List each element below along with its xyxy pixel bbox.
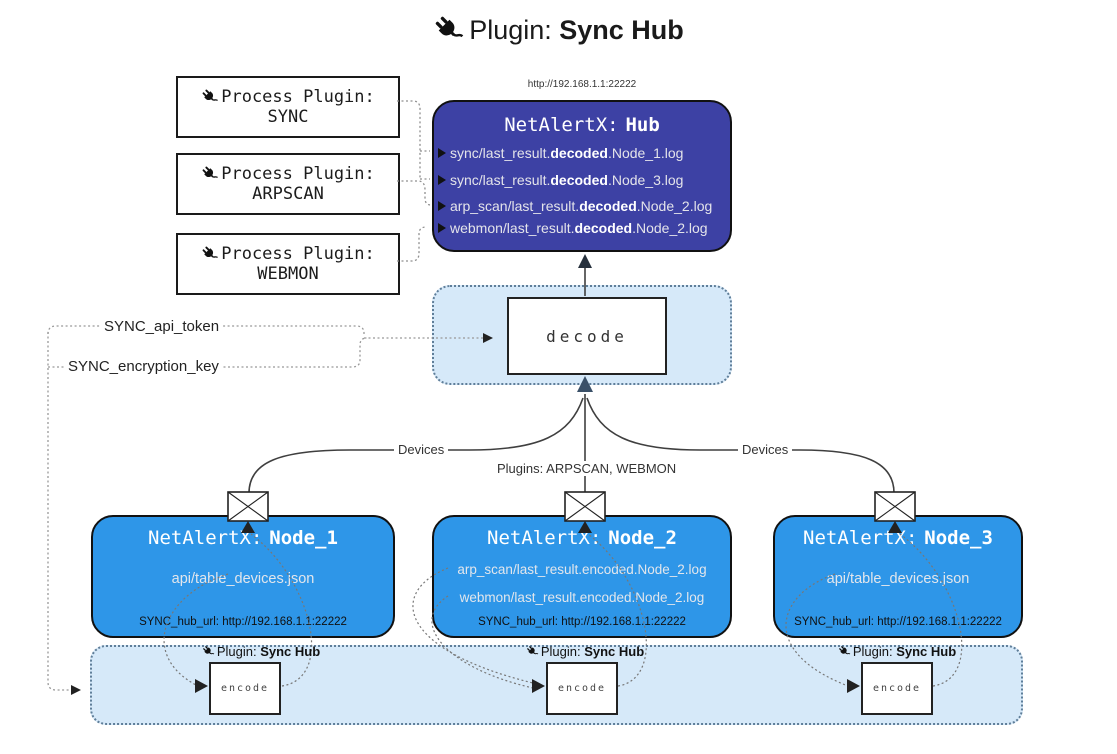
process-plugin-box-arpscan: Process Plugin: ARPSCAN	[176, 153, 400, 215]
decode-box: decode	[507, 297, 667, 375]
node-title-name: Node_1	[269, 527, 338, 549]
process-plugin-label: Process Plugin:	[221, 244, 375, 264]
node-hub-url: SYNC_hub_url: http://192.168.1.1:22222	[139, 616, 347, 628]
plugin-to-hub-connectors	[397, 100, 432, 262]
node-hub-url: SYNC_hub_url: http://192.168.1.1:22222	[794, 616, 1002, 628]
encode-plugin-label: Plugin: Sync Hub	[161, 644, 361, 659]
node-box-node3: NetAlertX:Node_3 api/table_devices.json …	[773, 515, 1023, 638]
node-box-node2: NetAlertX: Node_2 arp_scan/last_result.en…	[432, 515, 732, 638]
plug-icon	[201, 165, 219, 183]
process-plugin-box-webmon: Process Plugin: WEBMON	[176, 233, 400, 295]
node-hub-url: SYNC_hub_url: http://192.168.1.1:22222	[478, 616, 686, 628]
hub-file-row: arp_scan/last_result.decoded.Node_2.log	[438, 197, 712, 215]
process-plugin-box-sync: Process Plugin: SYNC	[176, 76, 400, 138]
encode-box: encode	[861, 662, 933, 715]
node-title-name: Node_3	[924, 527, 993, 549]
arrow-right-icon	[438, 148, 446, 158]
node-title-prefix: NetAlertX:	[803, 527, 918, 549]
arrow-up-icon	[578, 254, 592, 268]
process-plugin-label: Process Plugin:	[221, 164, 375, 184]
node-to-decode-curves	[248, 394, 895, 494]
arrow-right-icon	[438, 223, 446, 233]
process-plugin-name: SYNC	[267, 107, 309, 127]
hub-file-row: sync/last_result.decoded.Node_3.log	[438, 171, 683, 189]
hub-title-name: Hub	[625, 114, 660, 136]
plug-icon	[526, 645, 539, 658]
process-plugin-label: Process Plugin:	[221, 87, 375, 107]
process-plugin-name: ARPSCAN	[252, 184, 324, 204]
page-title: Plugin: Sync Hub	[0, 14, 1117, 46]
hub-file-row: webmon/last_result.decoded.Node_2.log	[438, 219, 708, 237]
plug-icon	[433, 14, 465, 46]
encode-plugin-label: Plugin: Sync Hub	[485, 644, 685, 659]
setting-api-token-label: SYNC_api_token	[100, 318, 224, 335]
arrow-right-icon	[438, 175, 446, 185]
node-file: webmon/last_result.encoded.Node_2.log	[459, 590, 705, 605]
edge-label-devices-left: Devices	[394, 442, 449, 457]
encode-plugin-label: Plugin: Sync Hub	[797, 644, 997, 659]
node-title-prefix: NetAlertX:	[148, 527, 263, 549]
edge-label-plugins: Plugins: ARPSCAN, WEBMON	[497, 461, 677, 476]
node-title-name: Node_2	[608, 527, 677, 549]
node-file: arp_scan/last_result.encoded.Node_2.log	[457, 562, 707, 577]
setting-encryption-key-label: SYNC_encryption_key	[64, 358, 223, 375]
node-file: api/table_devices.json	[826, 571, 970, 587]
process-plugin-name: WEBMON	[257, 264, 319, 284]
node-box-node1: NetAlertX:Node_1 api/table_devices.json …	[91, 515, 395, 638]
hub-title: NetAlertX: Hub	[434, 114, 730, 136]
plug-icon	[201, 88, 219, 106]
plug-icon	[202, 645, 215, 658]
hub-url: http://192.168.1.1:22222	[527, 79, 637, 90]
plug-icon	[838, 645, 851, 658]
encode-box: encode	[546, 662, 618, 715]
arrow-right-icon	[438, 201, 446, 211]
plug-icon	[201, 245, 219, 263]
node-title-prefix: NetAlertX:	[487, 527, 602, 549]
hub-file-row: sync/last_result.decoded.Node_1.log	[438, 144, 683, 162]
encode-box: encode	[209, 662, 281, 715]
edge-label-devices-right: Devices	[738, 442, 793, 457]
hub-box: NetAlertX: Hub sync/last_result.decoded.N…	[432, 100, 732, 252]
title-name: Sync Hub	[559, 15, 684, 45]
title-label: Plugin:	[469, 15, 552, 45]
hub-title-prefix: NetAlertX:	[504, 114, 619, 136]
node-file: api/table_devices.json	[171, 571, 315, 587]
